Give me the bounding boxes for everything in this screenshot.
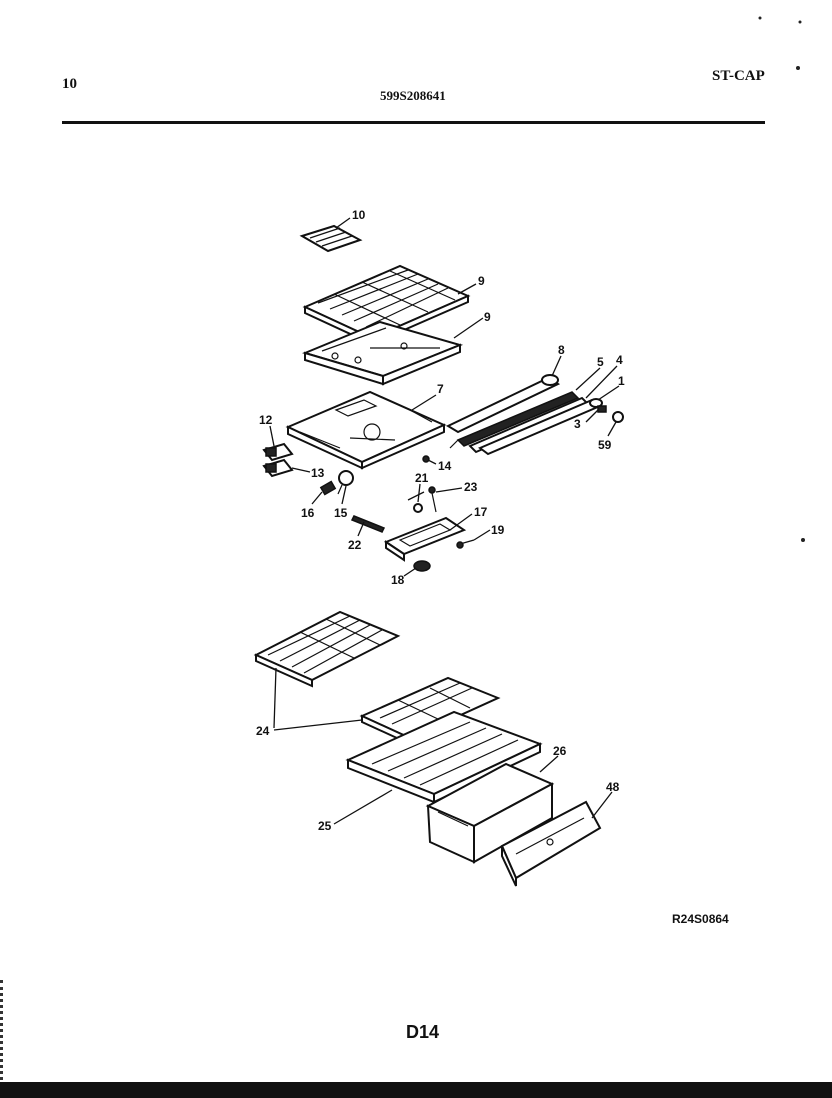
callout-48: 48 [606, 780, 620, 794]
model-number: 599S208641 [380, 88, 446, 103]
page-code: D14 [406, 1022, 440, 1042]
callout-3: 3 [574, 417, 581, 431]
part-19-pin [456, 539, 475, 549]
callout-24: 24 [256, 724, 270, 738]
callout-7: 7 [437, 382, 444, 396]
part-24-wire-shelf-left [253, 610, 401, 688]
part-8-rail [445, 374, 561, 434]
part-7-cover [285, 390, 447, 470]
callout-10: 10 [352, 208, 366, 222]
part-15-bulb [337, 470, 354, 495]
callout-1: 1 [618, 374, 625, 388]
part-13-block [262, 458, 294, 478]
part-3-clip [597, 405, 607, 413]
part-16-connector [319, 480, 337, 496]
part-22-rod [350, 515, 386, 533]
part-21-stem [407, 491, 425, 513]
callout-14: 14 [438, 459, 452, 473]
part-48-drawer-front [500, 800, 602, 887]
scan-specks [758, 16, 805, 542]
part-14-screw [422, 455, 430, 463]
part-26-crisper-pan [425, 762, 555, 864]
callout-4: 4 [616, 353, 623, 367]
callout-17: 17 [474, 505, 488, 519]
callout-13: 13 [311, 466, 325, 480]
drawing-reference: R24S0864 [672, 912, 729, 926]
part-17-housing [383, 516, 467, 562]
page-number: 10 [62, 76, 77, 92]
callout-9: 9 [484, 310, 491, 324]
leader-lines [269, 217, 620, 825]
section-code: ST-CAP [712, 68, 765, 84]
callout-9: 9 [478, 274, 485, 288]
callout-16: 16 [301, 506, 315, 520]
part-9-lower-shelf [301, 320, 464, 386]
callout-19: 19 [491, 523, 505, 537]
callout-12: 12 [259, 413, 273, 427]
callout-22: 22 [348, 538, 362, 552]
header-rule [62, 121, 765, 124]
part-5-heater [449, 391, 580, 449]
callout-15: 15 [334, 506, 348, 520]
scan-edge-artifact [0, 980, 7, 1080]
part-23-screw [428, 486, 437, 513]
part-18-knob [413, 560, 431, 572]
callout-8: 8 [558, 343, 565, 357]
part-12-block [262, 442, 294, 462]
part-59-cap [612, 411, 624, 423]
part-10-grille [299, 224, 363, 253]
callout-5: 5 [597, 355, 604, 369]
callout-59: 59 [598, 438, 612, 452]
callout-21: 21 [415, 471, 429, 485]
callout-18: 18 [391, 573, 405, 587]
callout-labels: 10 9 9 8 5 4 1 7 12 13 14 3 59 21 23 16 … [256, 208, 625, 833]
scan-bottom-edge [0, 1082, 832, 1098]
callout-26: 26 [553, 744, 567, 758]
callout-23: 23 [464, 480, 478, 494]
callout-25: 25 [318, 819, 332, 833]
